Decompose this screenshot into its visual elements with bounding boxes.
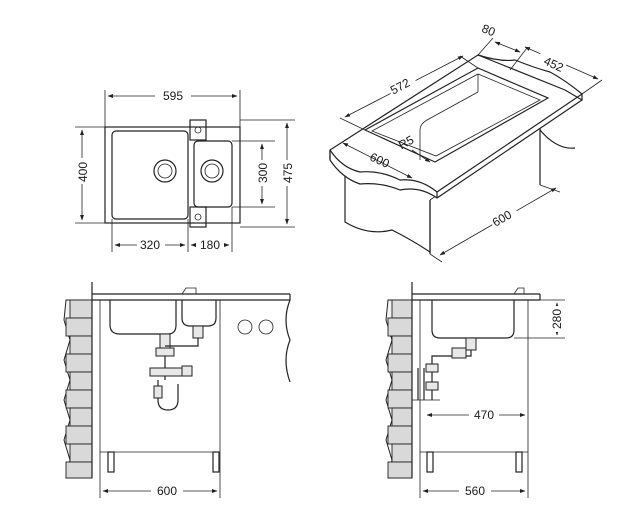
side-bowl (431, 300, 515, 339)
dim-280-label: 280 (550, 309, 564, 329)
brick-wall-left (63, 299, 93, 479)
large-bowl (111, 130, 189, 220)
brick-wall-side (385, 299, 413, 479)
dim-front-600-label: 600 (157, 484, 177, 498)
sink-outline (104, 126, 241, 224)
dim-560-label: 560 (465, 484, 485, 498)
front-small-bowl (181, 300, 217, 327)
dim-180-label: 180 (200, 238, 220, 252)
front-large-bowl (109, 300, 177, 335)
radius-leader (411, 149, 431, 163)
dim-595-label: 595 (163, 89, 183, 103)
dim-470-label: 470 (474, 408, 494, 422)
side-view: 280 470 560 (385, 282, 565, 498)
tap-plate-top (189, 119, 207, 141)
small-bowl (193, 140, 233, 208)
dim-80-label: 80 (480, 21, 498, 39)
dim-300-label: 300 (256, 163, 270, 183)
front-trap (157, 380, 179, 411)
top-view: 595 400 300 475 320 180 (73, 88, 296, 252)
dim-600-front (342, 142, 413, 179)
dim-320-label: 320 (140, 238, 160, 252)
outlet-1 (237, 319, 253, 335)
dim-80 (494, 41, 521, 53)
small-drain (200, 159, 224, 183)
iso-view: 80 452 572 R5 600 600 (329, 21, 603, 263)
dim-475-label: 475 (281, 163, 295, 183)
outlet-2 (258, 319, 274, 335)
large-drain (153, 159, 177, 183)
dim-400-label: 400 (76, 162, 90, 182)
cabinet-left (344, 168, 431, 254)
front-view: 600 (63, 282, 291, 498)
tap-plate-bottom (189, 206, 207, 228)
